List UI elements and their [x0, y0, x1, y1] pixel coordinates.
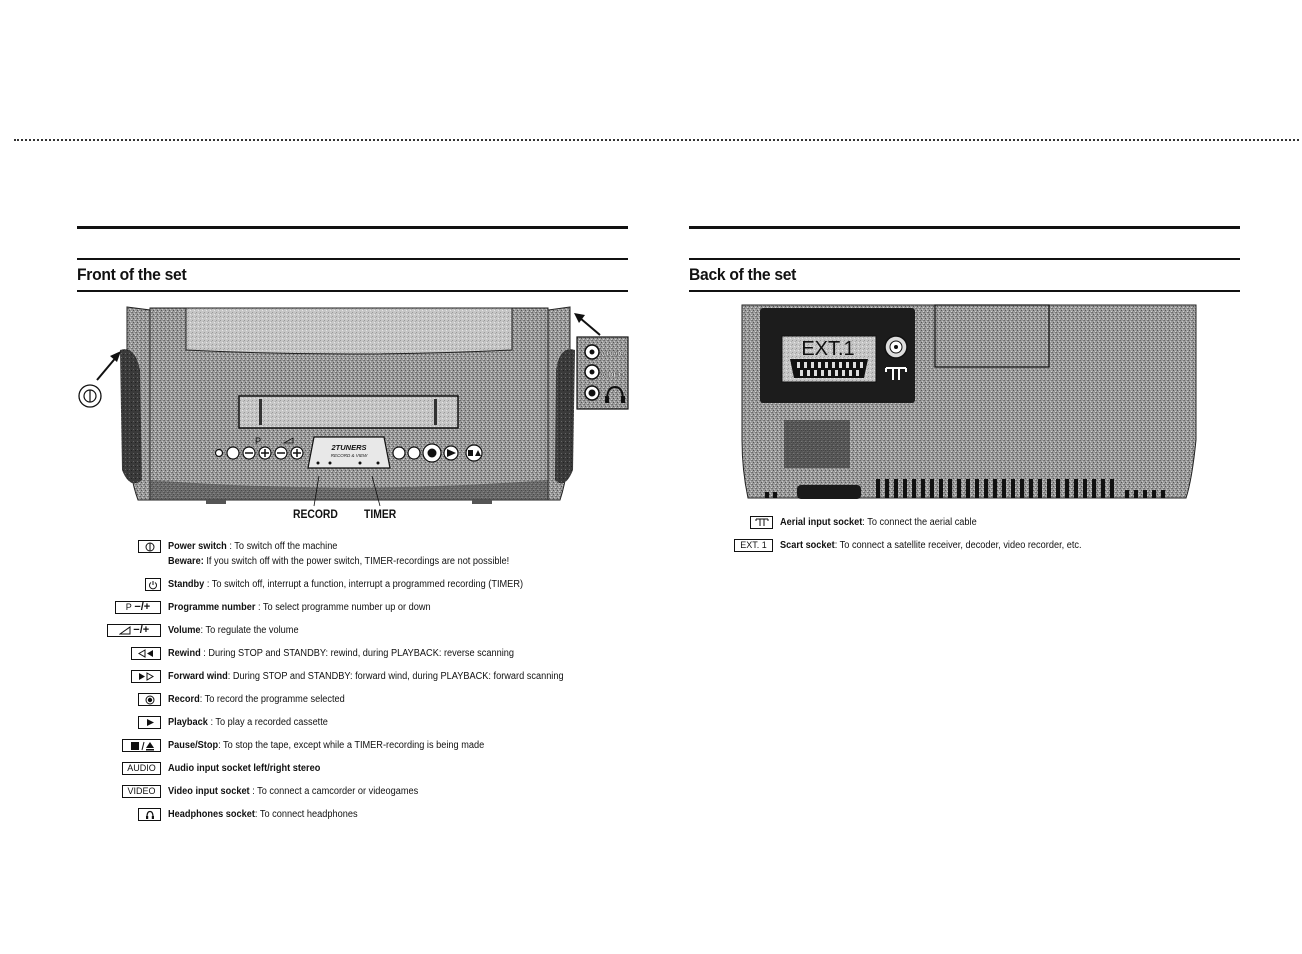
standby-icon: [145, 578, 161, 591]
legend-row-volume: −/+ Volume: To regulate the volume: [0, 624, 700, 638]
beware-text: If you switch off with the power switch,…: [203, 556, 510, 567]
legend-desc: : To switch off, interrupt a function, i…: [204, 579, 524, 590]
pause-stop-icon: [122, 739, 161, 752]
back-of-set-illustration: EXT.1: [741, 304, 1197, 499]
panel-audio-label: AUDIO: [601, 349, 625, 358]
legend-label: Programme number: [168, 602, 256, 613]
beware-note: Beware: If you switch off with the power…: [168, 556, 509, 567]
legend-label: Record: [168, 694, 200, 705]
legend-desc: : To record the programme selected: [199, 694, 345, 705]
minus-plus-symbol: −/+: [134, 601, 151, 613]
timer-callout: TIMER: [364, 509, 397, 521]
legend-label: Rewind: [168, 648, 201, 659]
beware-label: Beware:: [168, 556, 204, 567]
aerial-icon: [750, 516, 773, 529]
ext1-box-label: EXT. 1: [740, 540, 767, 550]
video-box-label: VIDEO: [127, 786, 156, 796]
section-rule: [689, 226, 1240, 229]
legend-desc: : To connect headphones: [254, 809, 358, 820]
record-icon: [138, 693, 161, 706]
legend-desc: : To select programme number up or down: [255, 602, 431, 613]
section-rule: [77, 290, 628, 292]
dotted-separator: [14, 139, 1299, 141]
rewind-icon: [131, 647, 161, 660]
section-rule: [689, 258, 1240, 260]
legend-desc: : During STOP and STANDBY: forward wind,…: [227, 671, 564, 682]
legend-label: Forward wind: [168, 671, 228, 682]
legend-row-scart: EXT. 1 Scart socket: To connect a satell…: [0, 539, 1200, 553]
legend-row-forward-wind: Forward wind: During STOP and STANDBY: f…: [0, 670, 700, 684]
ext1-label: EXT.1: [801, 338, 854, 360]
audio-box: AUDIO: [122, 762, 161, 775]
legend-label: Power switch: [168, 541, 227, 552]
legend-row-record: Record: To record the programme selected: [0, 693, 700, 707]
forward-wind-icon: [131, 670, 161, 683]
section-rule: [689, 290, 1240, 292]
volume-icon: −/+: [107, 624, 161, 637]
front-of-set-illustration: P 2TUNERS RECORD & VIEW AUDIO VIDEO: [78, 306, 629, 507]
brand-logo-text: 2TUNERS: [330, 443, 366, 452]
legend-label: Headphones socket: [168, 809, 255, 820]
legend-label: Playback: [168, 717, 208, 728]
legend-label: Volume: [168, 625, 201, 636]
legend-desc: : During STOP and STANDBY: rewind, durin…: [200, 648, 515, 659]
legend-label: Aerial input socket: [780, 517, 863, 528]
ext1-box: EXT. 1: [734, 539, 773, 552]
video-box: VIDEO: [122, 785, 161, 798]
legend-desc: : To connect a satellite receiver, decod…: [834, 540, 1082, 551]
legend-desc: : To regulate the volume: [200, 625, 299, 636]
legend-row-video: VIDEO Video input socket : To connect a …: [0, 785, 700, 799]
legend-row-aerial: Aerial input socket: To connect the aeri…: [0, 516, 1200, 530]
minus-plus-symbol: −/+: [133, 624, 150, 636]
power-switch-icon: [138, 540, 161, 553]
legend-row-headphones: Headphones socket: To connect headphones: [0, 808, 700, 822]
legend-desc: : To connect a camcorder or videogames: [249, 786, 419, 797]
legend-desc: : To stop the tape, except while a TIMER…: [218, 740, 485, 751]
legend-label: Video input socket: [168, 786, 250, 797]
section-rule: [77, 226, 628, 229]
legend-row-power-switch: Power switch : To switch off the machine: [0, 540, 700, 554]
panel-video-label: VIDEO: [601, 370, 625, 379]
record-callout: RECORD: [293, 509, 338, 521]
legend-label: Audio input socket left/right stereo: [168, 763, 321, 774]
front-section-title: Front of the set: [77, 265, 187, 284]
p-symbol: P: [125, 602, 132, 612]
panel-p-label: P: [255, 436, 261, 446]
back-section-title: Back of the set: [689, 265, 797, 284]
audio-box-label: AUDIO: [127, 763, 156, 773]
legend-label: Scart socket: [780, 540, 835, 551]
legend-row-pause-stop: Pause/Stop: To stop the tape, except whi…: [0, 739, 700, 753]
legend-row-programme-number: P −/+ Programme number : To select progr…: [0, 601, 700, 615]
legend-desc: : To connect the aerial cable: [862, 517, 977, 528]
legend-label: Standby: [168, 579, 205, 590]
legend-row-rewind: Rewind : During STOP and STANDBY: rewind…: [0, 647, 700, 661]
playback-icon: [138, 716, 161, 729]
legend-desc: : To play a recorded cassette: [207, 717, 328, 728]
legend-label: Pause/Stop: [168, 740, 219, 751]
legend-row-standby: Standby : To switch off, interrupt a fun…: [0, 578, 700, 592]
legend-desc: : To switch off the machine: [226, 541, 338, 552]
brand-logo-subtext: RECORD & VIEW: [331, 453, 368, 458]
programme-number-icon: P −/+: [115, 601, 161, 614]
headphones-icon: [138, 808, 161, 821]
section-rule: [77, 258, 628, 260]
legend-row-audio: AUDIO Audio input socket left/right ster…: [0, 762, 700, 776]
legend-row-playback: Playback : To play a recorded cassette: [0, 716, 700, 730]
